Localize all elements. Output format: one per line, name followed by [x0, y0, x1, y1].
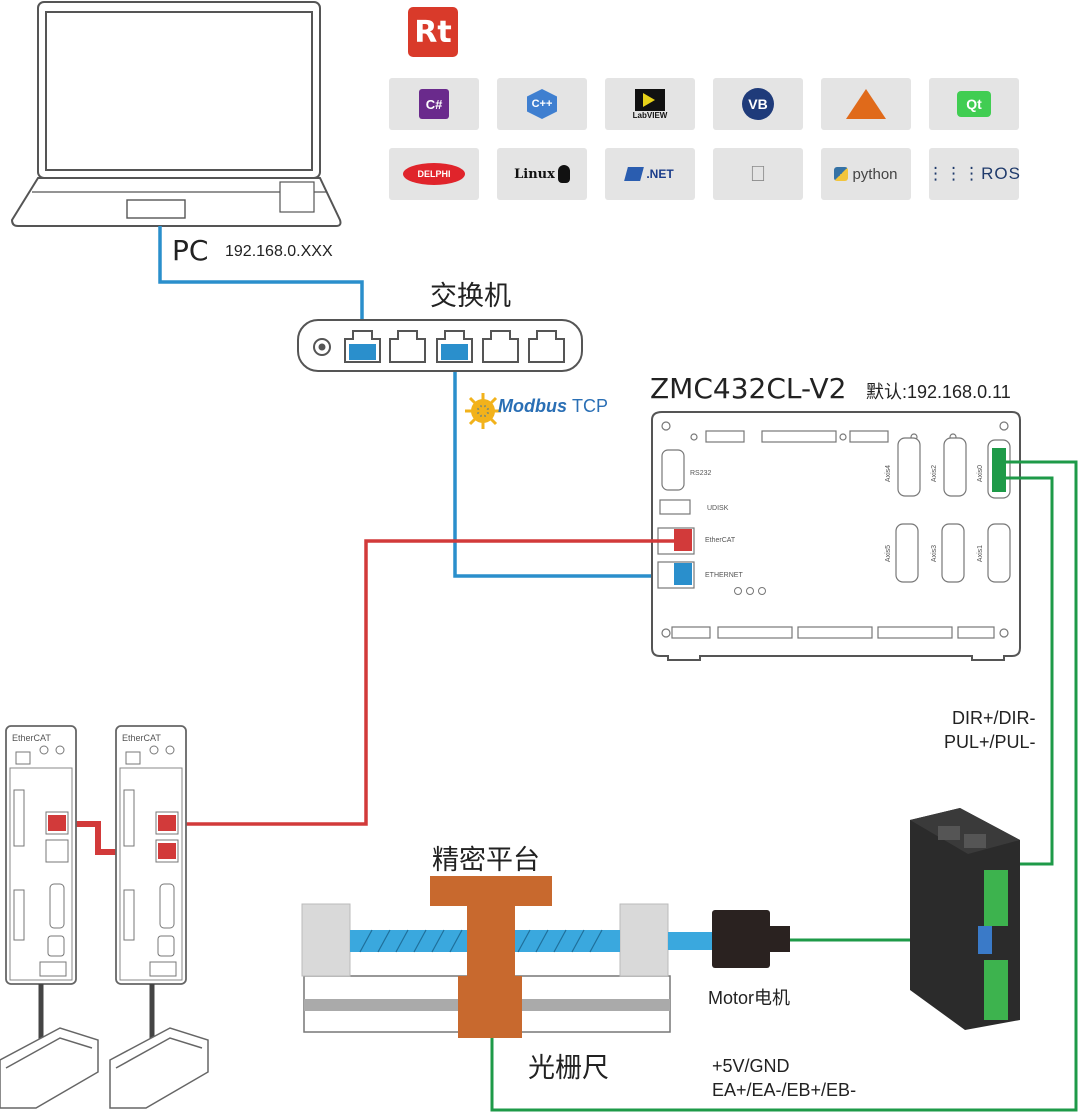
cpp-icon: C++	[527, 89, 557, 119]
encoder-signal-label: EA+/EA-/EB+/EB-	[712, 1080, 857, 1100]
precision-stage	[301, 876, 790, 1038]
platform-label: 精密平台	[432, 845, 540, 876]
tile-delphi: DELPHI	[389, 148, 479, 200]
ros-icon: ⋮⋮⋮ROS	[927, 164, 1021, 183]
tile-matlab	[821, 78, 911, 130]
dir-signal-label: DIR+/DIR-	[952, 708, 1036, 728]
qt-icon: Qt	[957, 91, 991, 117]
ethercat-port-label: EtherCAT	[705, 537, 736, 544]
rs232-port-label: RS232	[690, 470, 712, 477]
drive2-brand: EtherCAT	[122, 733, 161, 743]
encoder-power-label: +5V/GND	[712, 1056, 790, 1076]
axis0-label: Axis0	[977, 464, 985, 483]
modbus-tcp-logo: Modbus TCP	[498, 396, 609, 416]
axis5-label: Axis5	[885, 544, 893, 563]
rt-logo: Rt	[408, 7, 458, 57]
laptop-icon	[10, 1, 342, 227]
servo-drive-1	[5, 725, 77, 1040]
tile-qt: Qt	[929, 78, 1019, 130]
stepper-driver	[910, 808, 1020, 1030]
linear-motor-1	[0, 1027, 99, 1109]
servo-drive-2	[115, 725, 187, 1040]
python-icon: python	[852, 165, 898, 183]
tile-labview: LabVIEW	[605, 78, 695, 130]
axis1-label: Axis1	[977, 544, 985, 563]
pc-ip-label: 192.168.0.XXX	[225, 243, 333, 260]
tile-vb: VB	[713, 78, 803, 130]
matlab-icon	[846, 89, 886, 119]
tile-linux: Linux	[497, 148, 587, 200]
switch-label: 交换机	[430, 281, 511, 312]
ethernet-cable	[158, 226, 668, 578]
delphi-icon: DELPHI	[403, 163, 465, 185]
grating-label: 光栅尺	[528, 1053, 609, 1084]
controller-board	[651, 411, 1021, 661]
network-switch	[297, 319, 583, 372]
signal-cable	[490, 460, 1078, 1112]
linux-icon: Linux	[514, 166, 555, 182]
tile-csharp: C#	[389, 78, 479, 130]
tile-ros: ⋮⋮⋮ROS	[927, 148, 1021, 200]
motor-label: Motor电机	[708, 988, 791, 1008]
tile-cpp: C++	[497, 78, 587, 130]
axis2-label: Axis2	[931, 464, 939, 483]
controller-default-ip-label: 默认:192.168.0.11	[866, 382, 1011, 402]
tile-dotnet: .NET	[605, 148, 695, 200]
axis4-label: Axis4	[885, 464, 893, 483]
pc-label: PC	[172, 234, 209, 267]
modbus-logo-icon	[465, 393, 501, 429]
csharp-icon: C#	[419, 89, 449, 119]
udisk-port-label: UDISK	[707, 505, 729, 512]
dotnet-icon: .NET	[646, 167, 674, 181]
linear-motor-2	[109, 1027, 209, 1109]
controller-model-label: ZMC432CL-V2	[650, 372, 847, 405]
vb-icon: VB	[742, 88, 774, 120]
drive1-brand: EtherCAT	[12, 733, 51, 743]
ethernet-port-label: ETHERNET	[705, 572, 743, 579]
pul-signal-label: PUL+/PUL-	[944, 732, 1036, 752]
tile-python: python	[821, 148, 911, 200]
motor-icon	[712, 910, 790, 968]
axis3-label: Axis3	[931, 544, 939, 563]
labview-icon: LabVIEW	[633, 88, 667, 120]
tile-apple: 	[713, 148, 803, 200]
apple-icon: 	[750, 161, 767, 187]
ethercat-cable	[168, 539, 674, 826]
